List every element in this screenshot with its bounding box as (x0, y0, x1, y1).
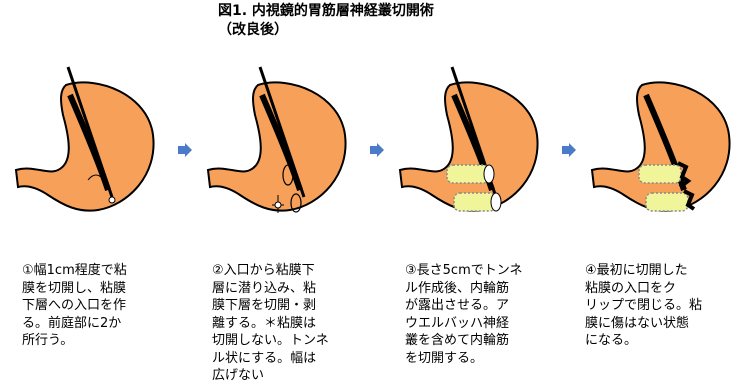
step-arrow-1 (178, 142, 192, 156)
stomach-illustration-1 (8, 55, 158, 235)
stomach-diagram-step-3 (392, 55, 542, 235)
stomach-illustration-2 (200, 55, 350, 235)
title-line-2: （改良後） (218, 21, 638, 40)
figure-title: 図1. 内視鏡的胃筋層神経叢切開術 （改良後） (218, 2, 638, 40)
stomach-diagram-step-4 (584, 55, 734, 235)
step-arrow-3 (562, 142, 576, 156)
title-line-1: 図1. 内視鏡的胃筋層神経叢切開術 (218, 2, 638, 21)
step-2-caption: ②入口から粘膜下 層に潜り込み、粘 膜下層を切開・剥 離する。＊粘膜は 切開しな… (212, 262, 329, 385)
step-3-caption: ③長さ5cmでトンネ ル作成後、内輪筋 が露出させる。ア ウエルバッハ神経 叢を… (405, 262, 522, 367)
stomach-illustration-3 (392, 55, 542, 235)
stomach-diagram-step-1 (8, 55, 158, 235)
step-4-caption: ④最初に切開した 粘膜の入口をク リップで閉じる。粘 膜に傷はない状態 になる。 (585, 262, 702, 350)
stomach-illustration-4 (584, 55, 734, 235)
step-1-caption: ①幅1cm程度で粘 膜を切開し、粘膜 下層への入口を作 る。前庭部に2か 所行う… (22, 262, 127, 350)
stomach-diagram-step-2 (200, 55, 350, 235)
step-arrow-2 (370, 142, 384, 156)
